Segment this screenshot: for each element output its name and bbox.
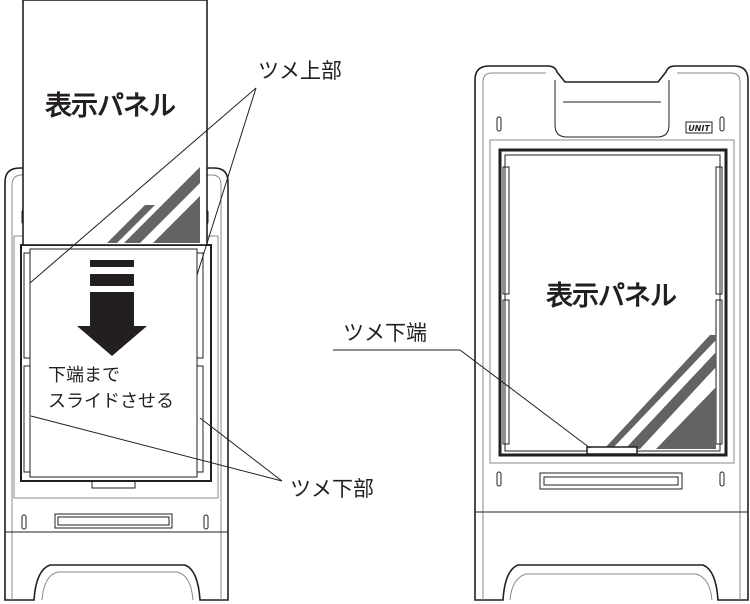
inserted-panel-lower: [29, 248, 198, 478]
handle-slot: [54, 513, 173, 529]
right-upper-tab: [196, 252, 204, 359]
panel-title: 表示パネル: [45, 91, 176, 122]
label-bottom-tab: ツメ下端: [343, 321, 427, 345]
panel-title: 表示パネル: [546, 281, 677, 312]
left-lower-tab: [23, 365, 31, 473]
instruction-line-1: 下端まで: [48, 365, 120, 386]
display-panel-upper: [22, 0, 208, 246]
brand-badge-text: UNIT: [688, 124, 710, 133]
slide-down-arrow-icon: [77, 260, 147, 356]
instruction-line-2: スライドさせる: [48, 391, 174, 412]
brand-badge: [685, 121, 713, 134]
left-stand: 表示パネル 下端まで スライドさせる ツメ上部 ツメ下部: [4, 0, 374, 601]
bottom-tab: [91, 480, 136, 489]
label-upper-tabs: ツメ上部: [258, 59, 342, 83]
left-upper-tab: [23, 252, 31, 359]
handle-slot: [539, 472, 683, 490]
right-lower-tab: [196, 365, 204, 473]
bottom-tab: [586, 446, 638, 455]
right-stand: 表示パネル UNIT ツメ下端: [333, 65, 749, 601]
label-lower-tabs: ツメ下部: [290, 477, 374, 501]
